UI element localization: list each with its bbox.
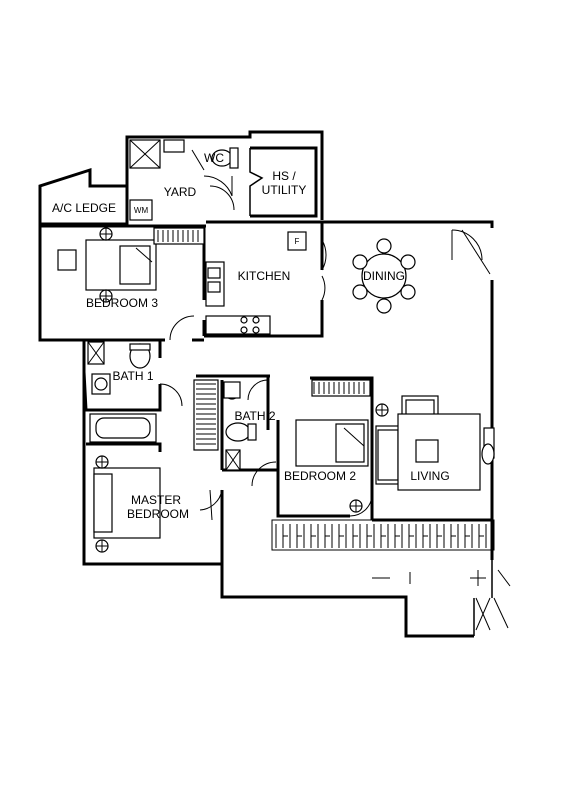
master-furniture xyxy=(93,379,223,553)
label-wm: WM xyxy=(134,206,149,215)
exterior-walls xyxy=(38,130,494,638)
bedroom3-furniture xyxy=(57,227,205,341)
wc-fixtures xyxy=(129,139,239,197)
balcony-doors xyxy=(372,569,511,631)
hs-utility-box xyxy=(249,146,318,218)
living-furniture xyxy=(375,395,495,491)
bedroom2-furniture xyxy=(295,379,389,517)
label-fridge: F xyxy=(295,237,300,246)
label-master-2: BEDROOM xyxy=(127,507,189,521)
label-bath2: BATH 2 xyxy=(234,409,275,423)
room-labels: WC HS / UTILITY YARD A/C LEDGE WM KITCHE… xyxy=(52,151,450,521)
label-bath1: BATH 1 xyxy=(112,369,153,383)
label-kitchen: KITCHEN xyxy=(238,269,291,283)
label-master-1: MASTER xyxy=(131,493,181,507)
balcony-planter xyxy=(271,519,495,551)
label-living: LIVING xyxy=(410,469,449,483)
washing-machine xyxy=(129,185,235,221)
label-ac-ledge: A/C LEDGE xyxy=(52,201,116,215)
bath1-fixtures xyxy=(87,341,183,443)
label-bedroom3: BEDROOM 3 xyxy=(86,296,158,310)
kitchen-fixtures xyxy=(205,231,327,335)
label-hs-utility-1: HS / xyxy=(272,169,296,183)
label-dining: DINING xyxy=(363,269,405,283)
label-wc: WC xyxy=(204,151,224,165)
label-hs-utility-2: UTILITY xyxy=(262,183,307,197)
bath2-fixtures xyxy=(223,379,277,487)
dining-table xyxy=(352,238,416,314)
label-yard: YARD xyxy=(164,185,197,199)
main-door xyxy=(451,229,491,275)
label-bedroom2: BEDROOM 2 xyxy=(284,469,356,483)
